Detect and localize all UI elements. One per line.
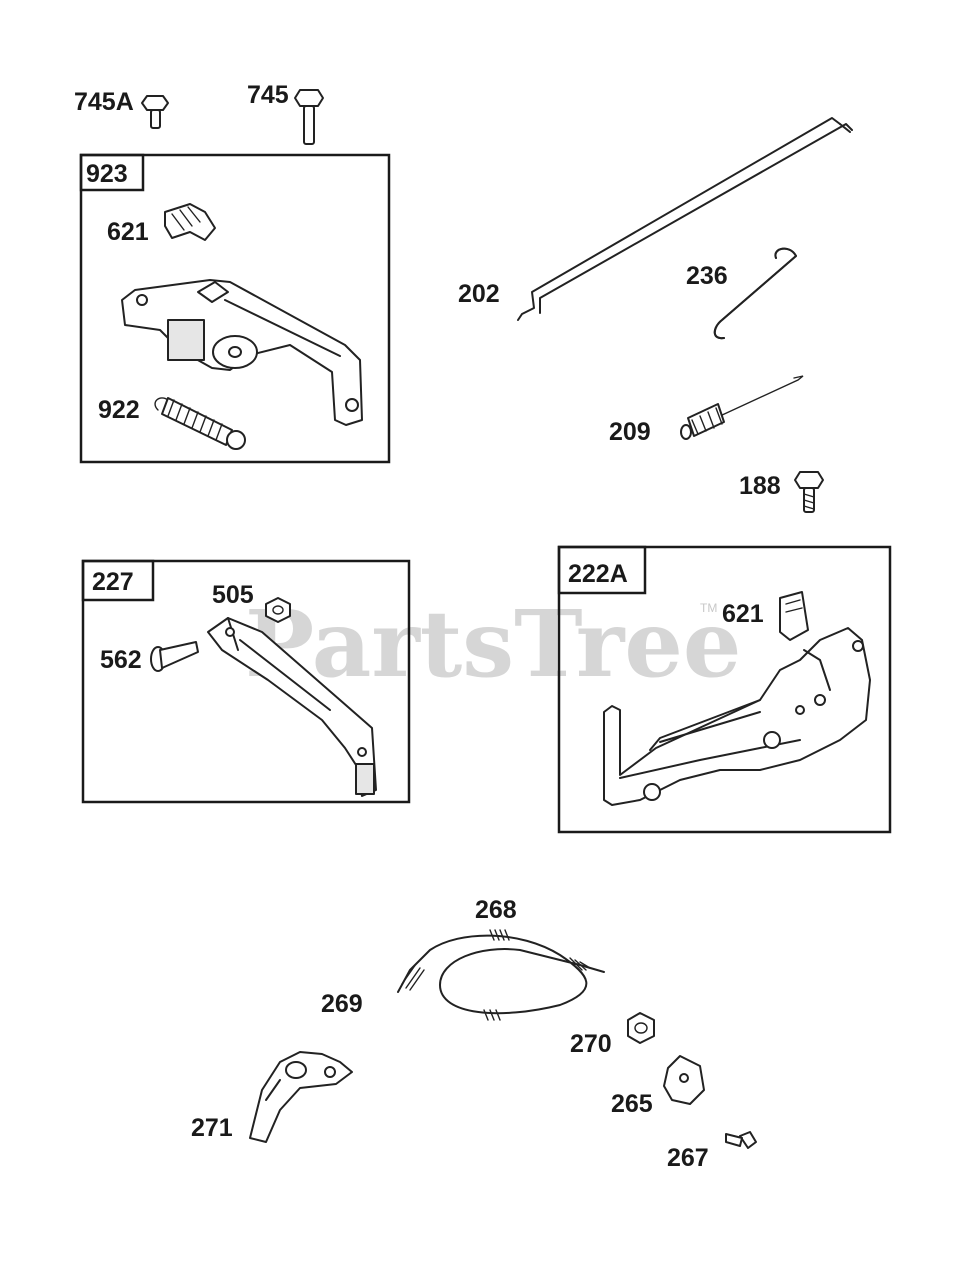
label-202[interactable]: 202 xyxy=(458,280,500,308)
label-505[interactable]: 505 xyxy=(212,581,254,609)
group-label-227: 227 xyxy=(92,568,134,596)
clamp-265-icon[interactable] xyxy=(663,1055,705,1105)
label-265[interactable]: 265 xyxy=(611,1090,653,1118)
bolt-745-icon[interactable] xyxy=(294,89,324,145)
label-562[interactable]: 562 xyxy=(100,646,142,674)
clip-621b-icon[interactable] xyxy=(779,591,809,641)
rod-202-icon[interactable] xyxy=(517,117,853,321)
lever-271-icon[interactable] xyxy=(249,1051,353,1143)
label-209[interactable]: 209 xyxy=(609,418,651,446)
label-621-b[interactable]: 621 xyxy=(722,600,764,628)
spring-209-icon[interactable] xyxy=(680,375,804,440)
clip-621-icon[interactable] xyxy=(164,203,216,241)
label-267[interactable]: 267 xyxy=(667,1144,709,1172)
group-227: 227 505 562 xyxy=(81,559,411,804)
label-271[interactable]: 271 xyxy=(191,1114,233,1142)
cable-268-icon[interactable] xyxy=(397,929,605,1021)
pin-562-icon[interactable] xyxy=(150,641,199,672)
label-268[interactable]: 268 xyxy=(475,896,517,924)
nut-270-icon[interactable] xyxy=(627,1012,655,1044)
lever-227-icon[interactable] xyxy=(207,617,377,797)
label-236[interactable]: 236 xyxy=(686,262,728,290)
watermark-text: PartsTree xyxy=(245,590,741,698)
label-745A[interactable]: 745A xyxy=(74,88,134,116)
label-269[interactable]: 269 xyxy=(321,990,363,1018)
bolt-745A-icon[interactable] xyxy=(141,95,169,129)
group-label-923: 923 xyxy=(86,160,128,188)
bolt-188-icon[interactable] xyxy=(794,471,824,513)
label-621-a[interactable]: 621 xyxy=(107,218,149,246)
label-745[interactable]: 745 xyxy=(247,81,289,109)
label-922[interactable]: 922 xyxy=(98,396,140,424)
group-label-222A: 222A xyxy=(568,560,628,588)
group-222A: 222A 621 xyxy=(557,545,892,834)
screw-267-icon[interactable] xyxy=(725,1131,757,1149)
control-bracket-923-icon[interactable] xyxy=(121,279,363,426)
control-bracket-222A-icon[interactable] xyxy=(603,627,871,806)
label-270[interactable]: 270 xyxy=(570,1030,612,1058)
group-923: 923 621 922 xyxy=(79,153,391,464)
nut-505-icon[interactable] xyxy=(265,597,291,623)
label-188[interactable]: 188 xyxy=(739,472,781,500)
watermark-trademark: TM xyxy=(700,601,717,615)
link-236-icon[interactable] xyxy=(713,247,797,340)
spring-922-icon[interactable] xyxy=(154,397,246,450)
